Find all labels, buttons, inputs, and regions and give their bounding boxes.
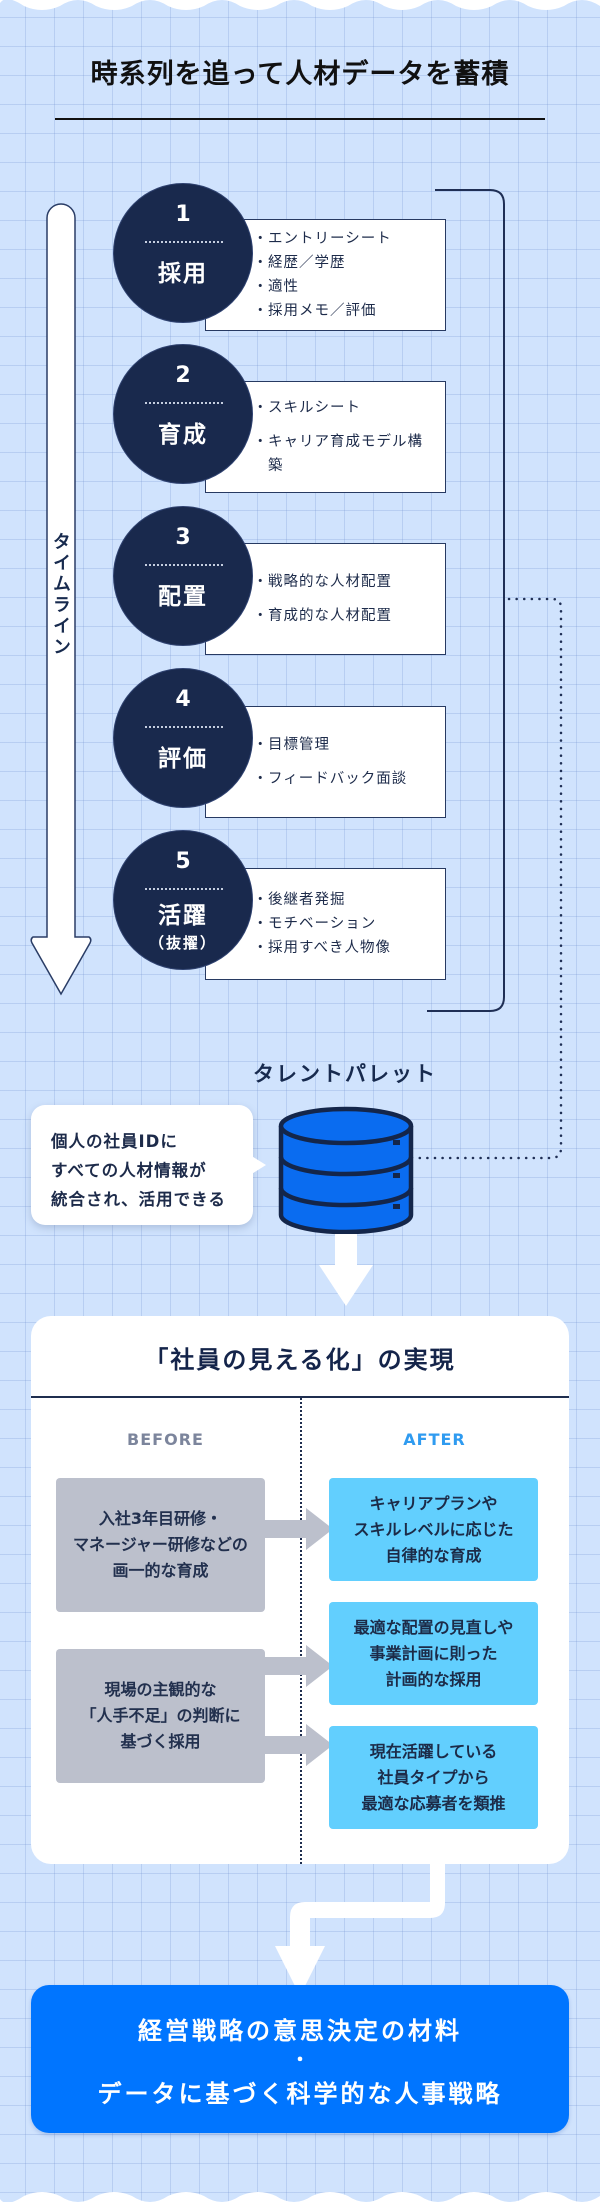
step-divider [145, 888, 223, 890]
before-after-divider [300, 1398, 302, 1864]
step-circle-performance: 5 活躍 （抜擢） [113, 830, 253, 970]
step-item: モチベーション [253, 912, 445, 936]
after-item-line: スキルレベルに応じた [353, 1519, 514, 1539]
step-circle-evaluation: 4 評価 [113, 668, 253, 808]
result-line-2: データに基づく科学的な人事戦略 [97, 2080, 503, 2108]
before-label: BEFORE [127, 1430, 204, 1449]
step-circle-placement: 3 配置 [113, 506, 253, 646]
step-item: 育成的な人材配置 [253, 604, 445, 628]
step-name: 採用 [158, 261, 208, 287]
after-item-line: 計画的な採用 [385, 1669, 482, 1689]
db-down-arrow [319, 1234, 373, 1306]
step-number: 2 [175, 363, 191, 388]
step-number: 4 [175, 687, 191, 712]
step-number: 3 [175, 525, 191, 550]
before-item-line: 基づく採用 [120, 1732, 201, 1751]
step-item: 採用すべき人物像 [253, 936, 445, 960]
before-after-arrow [261, 1724, 333, 1766]
step-item: スキルシート [253, 396, 445, 420]
comparison-arrows [261, 1508, 333, 1766]
after-item-line: 現在活躍している [369, 1741, 498, 1761]
result-box: 経営戦略の意思決定の材料 ・ データに基づく科学的な人事戦略 [31, 1985, 569, 2133]
database-title: タレントパレット [253, 1062, 437, 1086]
before-item: 現場の主観的な 「人手不足」の判断に 基づく採用 [56, 1649, 265, 1783]
before-item-line: マネージャー研修などの [73, 1535, 248, 1554]
top-wave-edge [0, 0, 600, 10]
bubble-line: 個人の社員IDに [51, 1132, 178, 1151]
step-divider [145, 402, 223, 404]
step-number: 1 [175, 202, 191, 227]
step-item: キャリア育成モデル構築 [253, 430, 433, 478]
result-down-arrow [275, 1862, 445, 1996]
before-item-line: 入社3年目研修・ [98, 1509, 223, 1528]
step-divider [145, 564, 223, 566]
after-label: AFTER [403, 1430, 466, 1449]
step-number: 5 [175, 849, 191, 874]
after-item: 最適な配置の見直しや 事業計画に則った 計画的な採用 [329, 1602, 538, 1705]
step-item: 適性 [253, 275, 445, 299]
bubble-line: すべての人材情報が [51, 1161, 207, 1180]
after-item-line: キャリアプランや [369, 1493, 498, 1513]
step-item: エントリーシート [253, 227, 445, 251]
step-item: 戦略的な人材配置 [253, 570, 445, 594]
step-circle-develop: 2 育成 [113, 344, 253, 484]
after-item-line: 事業計画に則った [369, 1643, 498, 1663]
comparison-card: 「社員の見える化」の実現 BEFORE AFTER 入社3年目研修・ マネージャ… [31, 1316, 569, 1864]
after-item-line: 自律的な育成 [385, 1545, 482, 1565]
before-item-line: 現場の主観的な [104, 1680, 217, 1699]
comparison-title-divider [31, 1396, 569, 1398]
after-item-line: 最適な配置の見直しや [353, 1617, 514, 1637]
step-subtitle: （抜擢） [148, 934, 217, 952]
step-divider [145, 726, 223, 728]
bubble-line: 統合され、活用できる [51, 1190, 226, 1209]
result-separator: ・ [291, 2050, 309, 2071]
database-icon [278, 1106, 414, 1235]
step-name: 配置 [158, 584, 208, 610]
step-name: 評価 [158, 746, 208, 772]
step-item: 後継者発掘 [253, 888, 445, 912]
title-divider [55, 118, 545, 120]
before-after-arrow [261, 1645, 333, 1687]
step-divider [145, 241, 223, 243]
before-item-line: 「人手不足」の判断に [80, 1706, 241, 1725]
step-circle-recruit: 1 採用 [113, 183, 253, 323]
before-item-line: 画一的な育成 [112, 1561, 209, 1580]
after-item: 現在活躍している 社員タイプから 最適な応募者を類推 [329, 1726, 538, 1829]
after-item: キャリアプランや スキルレベルに応じた 自律的な育成 [329, 1478, 538, 1581]
speech-bubble-tip [250, 1155, 266, 1175]
after-item-line: 最適な応募者を類推 [361, 1793, 506, 1813]
bottom-wave-edge [0, 2192, 600, 2202]
before-after-arrow [261, 1508, 333, 1550]
timeline-label: タイムライン [50, 532, 71, 658]
result-line-1: 経営戦略の意思決定の材料 [138, 2017, 462, 2045]
after-item-line: 社員タイプから [377, 1767, 490, 1787]
step-name: 育成 [158, 422, 208, 448]
page-title: 時系列を追って人材データを蓄積 [90, 59, 510, 90]
comparison-title: 「社員の見える化」の実現 [144, 1346, 456, 1374]
step-item: 採用メモ／評価 [253, 299, 445, 323]
step-item: 経歴／学歴 [253, 251, 445, 275]
step-item: 目標管理 [253, 733, 445, 757]
step-name: 活躍 [158, 903, 208, 929]
speech-bubble: 個人の社員IDに すべての人材情報が 統合され、活用できる [31, 1105, 253, 1225]
before-item: 入社3年目研修・ マネージャー研修などの 画一的な育成 [56, 1478, 265, 1612]
step-item: フィードバック面談 [253, 767, 445, 791]
